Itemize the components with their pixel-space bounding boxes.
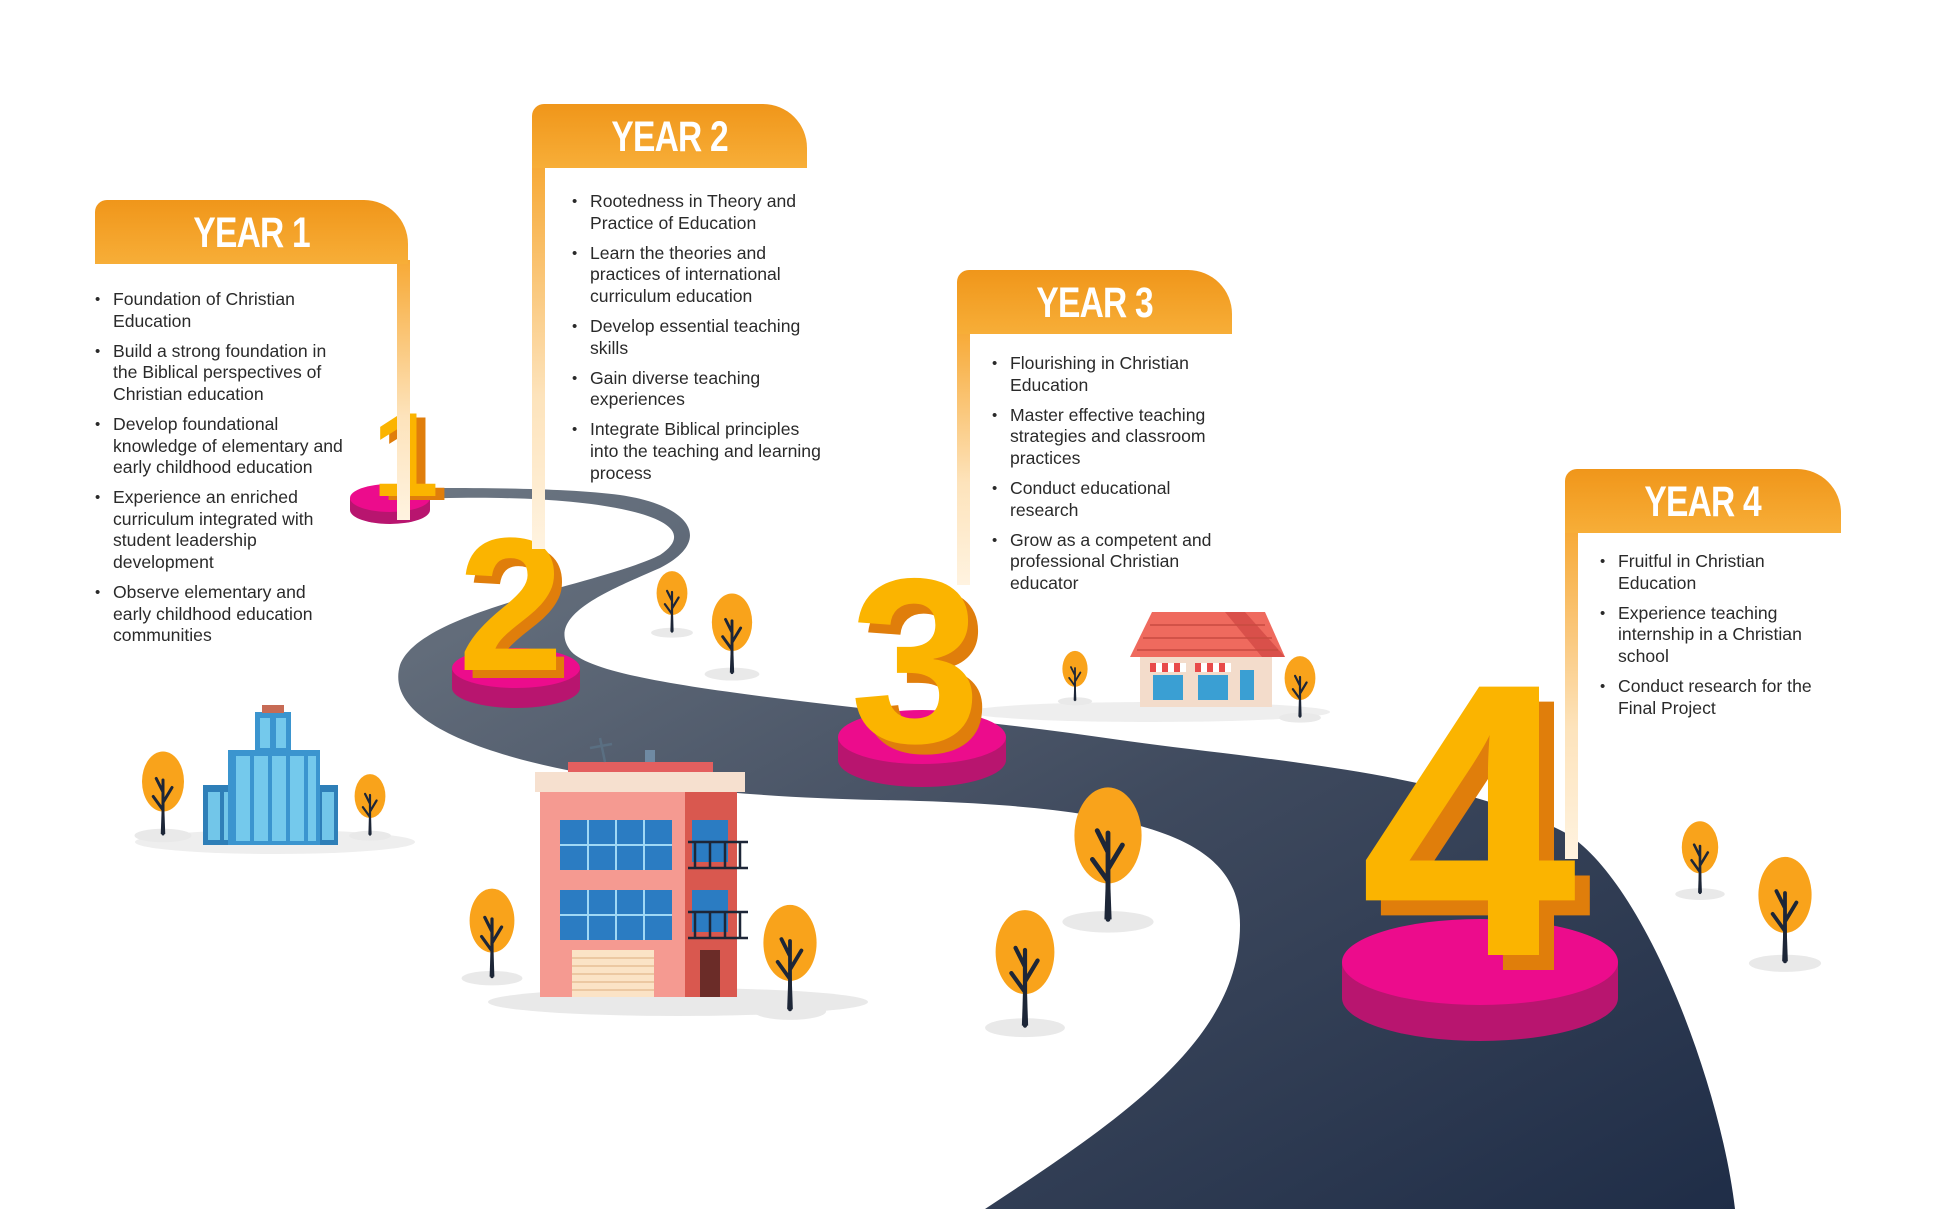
- list-item: Flourishing in Christian Education: [992, 353, 1237, 396]
- year-3-title: YEAR 3: [957, 270, 1232, 334]
- tree-icon: [703, 592, 761, 682]
- svg-text:2: 2: [458, 499, 564, 711]
- tree-icon: [348, 772, 392, 842]
- year-4-pole: [1565, 529, 1578, 859]
- svg-text:4: 4: [1360, 602, 1579, 1038]
- shop-house-icon: [1130, 612, 1285, 707]
- list-item: Grow as a competent and professional Chr…: [992, 530, 1237, 595]
- tree-icon: [1747, 855, 1823, 974]
- list-item: Gain diverse teaching experiences: [572, 368, 832, 411]
- tree-icon: [1057, 650, 1093, 707]
- number-4: 4 4: [1360, 602, 1594, 1053]
- list-item: Learn the theories and practices of inte…: [572, 243, 832, 308]
- svg-text:1: 1: [381, 392, 448, 526]
- apartment-building-icon: [535, 737, 748, 997]
- pedestal-3: [838, 710, 1006, 787]
- year-2-title: YEAR 2: [532, 104, 807, 168]
- list-item: Develop foundational knowledge of elemen…: [95, 414, 345, 479]
- year-2-pole: [532, 164, 545, 549]
- list-item: Rootedness in Theory and Practice of Edu…: [572, 191, 832, 234]
- year-1-title: YEAR 1: [95, 200, 408, 264]
- list-item: Experience an enriched curriculum integr…: [95, 487, 345, 573]
- list-item: Develop essential teaching skills: [572, 316, 832, 359]
- svg-text:4: 4: [1375, 617, 1594, 1053]
- list-item: Integrate Biblical principles into the t…: [572, 419, 832, 484]
- svg-text:2: 2: [466, 507, 572, 719]
- list-item: Fruitful in Christian Education: [1600, 551, 1830, 594]
- year-1-pole: [397, 260, 410, 520]
- tree-icon: [133, 750, 193, 844]
- tree-icon: [460, 886, 525, 988]
- year-2-list: Rootedness in Theory and Practice of Edu…: [572, 191, 832, 493]
- pedestal-2: [452, 648, 580, 708]
- number-2: 2 2: [458, 499, 572, 719]
- tree-icon: [649, 569, 695, 639]
- pedestal-1: [350, 484, 430, 524]
- tree-icon: [1674, 819, 1726, 902]
- list-item: Conduct research for the Final Project: [1600, 676, 1830, 719]
- tree-icon: [985, 910, 1065, 1037]
- list-item: Foundation of Christian Education: [95, 289, 345, 332]
- year-4-title: YEAR 4: [1565, 469, 1841, 533]
- list-item: Master effective teaching strategies and…: [992, 405, 1237, 470]
- list-item: Observe elementary and early childhood e…: [95, 582, 345, 647]
- pedestal-4: [1342, 919, 1618, 1041]
- year-4-list: Fruitful in Christian Education Experien…: [1600, 551, 1830, 728]
- list-item: Experience teaching internship in a Chri…: [1600, 603, 1830, 668]
- year-3-list: Flourishing in Christian Education Maste…: [992, 353, 1237, 603]
- year-3-pole: [957, 330, 970, 585]
- list-item: Build a strong foundation in the Biblica…: [95, 341, 345, 406]
- year-1-list: Foundation of Christian Education Build …: [95, 289, 345, 655]
- list-item: Conduct educational research: [992, 478, 1237, 521]
- office-tower-icon: [203, 705, 338, 845]
